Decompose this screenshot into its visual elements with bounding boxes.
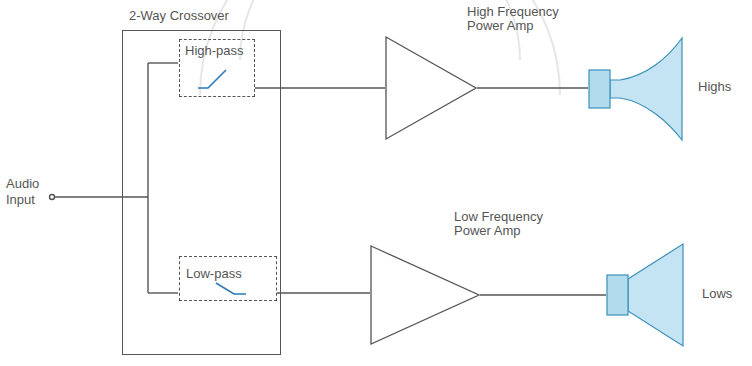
cone-speaker: Lows: [606, 243, 684, 347]
signal-wire: [277, 292, 370, 293]
node-label: 2-Way Crossover: [129, 9, 289, 23]
low-pass-filter: Low-pass: [179, 256, 277, 301]
input-terminal: [50, 195, 55, 200]
horn-speaker: Highs: [588, 36, 683, 142]
speaker-magnet: [607, 275, 628, 315]
node-label: Lows: [702, 287, 752, 301]
power-amp-triangle: Low Frequency Power Amp: [370, 245, 480, 345]
node-label: Low-pass: [180, 257, 276, 281]
horn-flare: [610, 38, 682, 140]
low-branch-wire: [148, 292, 178, 293]
split-wire: [147, 63, 148, 293]
input-wiring: [50, 63, 179, 293]
speaker-outline: [606, 243, 684, 347]
input-wire: [55, 196, 148, 197]
node-label: Low Frequency Power Amp: [454, 210, 564, 238]
power-amp-triangle: High Frequency Power Amp: [385, 36, 477, 140]
amp-triangle: [386, 37, 476, 139]
node-label: High Frequency Power Amp: [467, 5, 577, 33]
horn-driver: [589, 70, 610, 108]
node-label: Highs: [698, 80, 748, 94]
signal-wire: [477, 87, 588, 88]
node-label: High-pass: [180, 40, 254, 58]
amp-outline: [385, 36, 477, 140]
speaker-outline: [588, 36, 683, 142]
amp-outline: [370, 245, 480, 345]
amp-triangle: [371, 246, 479, 344]
switch-symbol: [198, 70, 226, 88]
input-label: Audio Input: [6, 176, 50, 208]
signal-wire: [480, 294, 606, 295]
speaker-cone: [628, 244, 683, 346]
high-branch-wire: [148, 62, 178, 63]
high-pass-filter: High-pass: [179, 39, 255, 97]
crossover-box: 2-Way CrossoverHigh-passLow-pass: [122, 30, 281, 355]
signal-wire: [255, 87, 385, 88]
switch-symbol: [216, 283, 246, 294]
